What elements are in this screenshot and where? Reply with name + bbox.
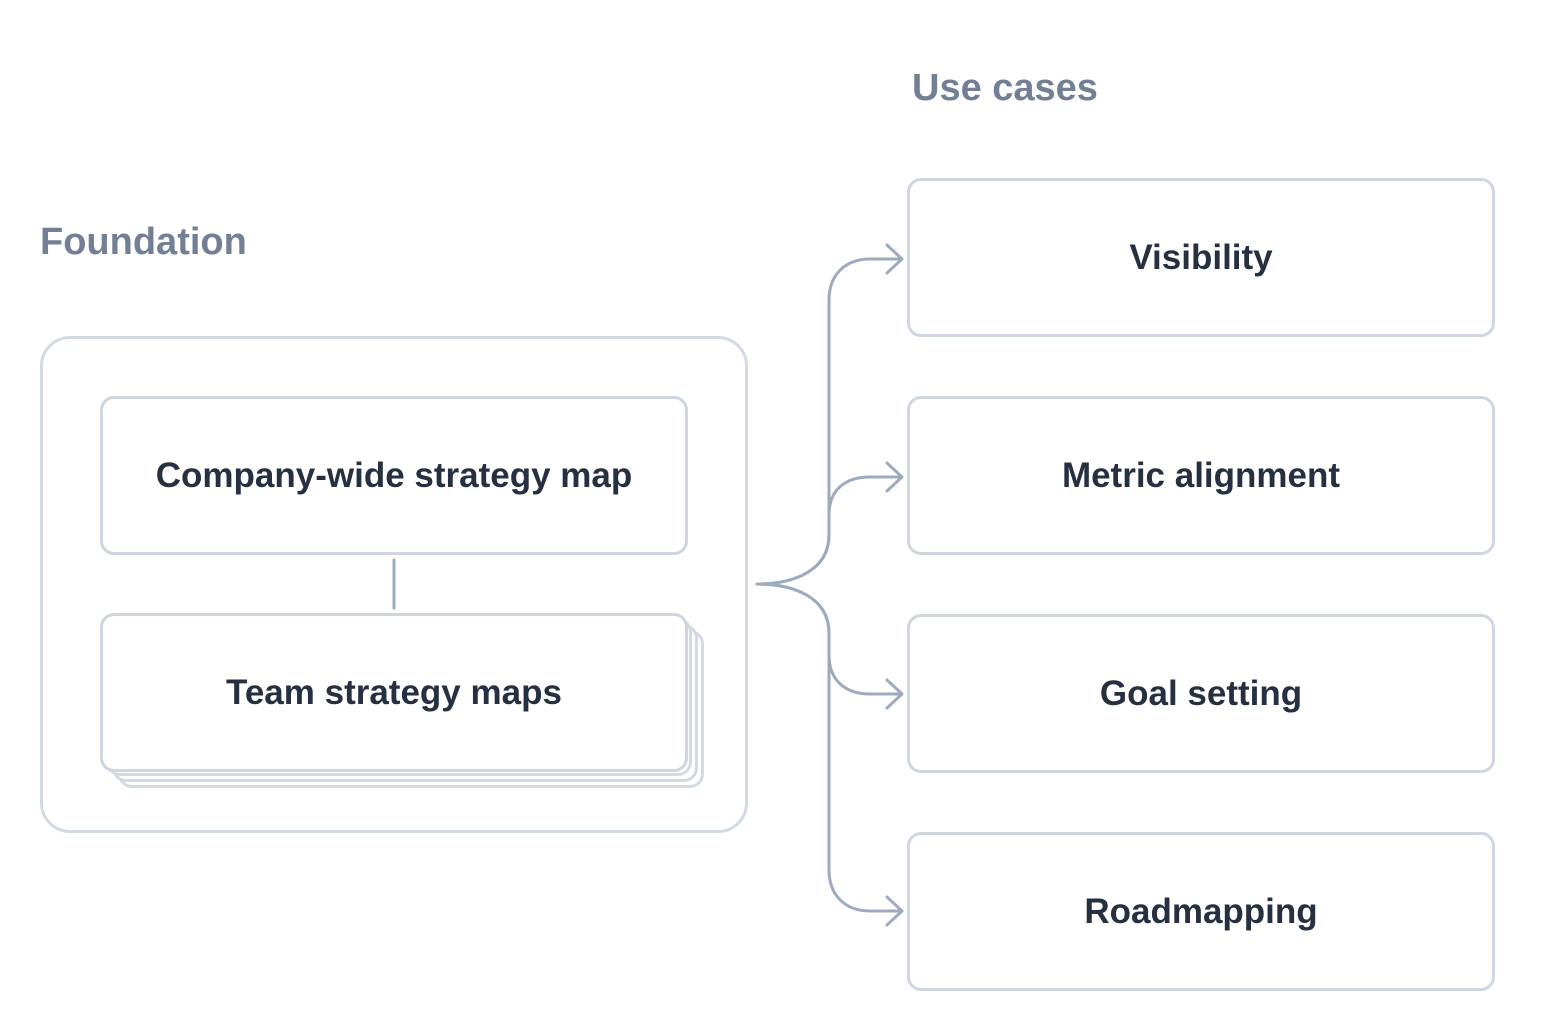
use-cases-heading: Use cases — [912, 67, 1098, 109]
arrowhead-metric-alignment — [885, 461, 904, 493]
arrowhead-goal-setting — [885, 678, 904, 710]
use-case-roadmapping-box: Roadmapping — [907, 832, 1495, 991]
foundation-heading: Foundation — [40, 221, 247, 263]
branch-to-roadmapping — [755, 582, 903, 913]
use-case-visibility-box: Visibility — [907, 178, 1495, 337]
use-case-metric-alignment-box: Metric alignment — [907, 396, 1495, 555]
branch-to-metric-alignment — [755, 475, 903, 586]
team-strategy-maps-box: Team strategy maps — [100, 613, 688, 772]
company-wide-strategy-map-box: Company-wide strategy map — [100, 396, 688, 555]
arrowhead-visibility — [885, 243, 904, 275]
use-case-goal-setting-box: Goal setting — [907, 614, 1495, 773]
arrowhead-roadmapping — [885, 895, 904, 927]
